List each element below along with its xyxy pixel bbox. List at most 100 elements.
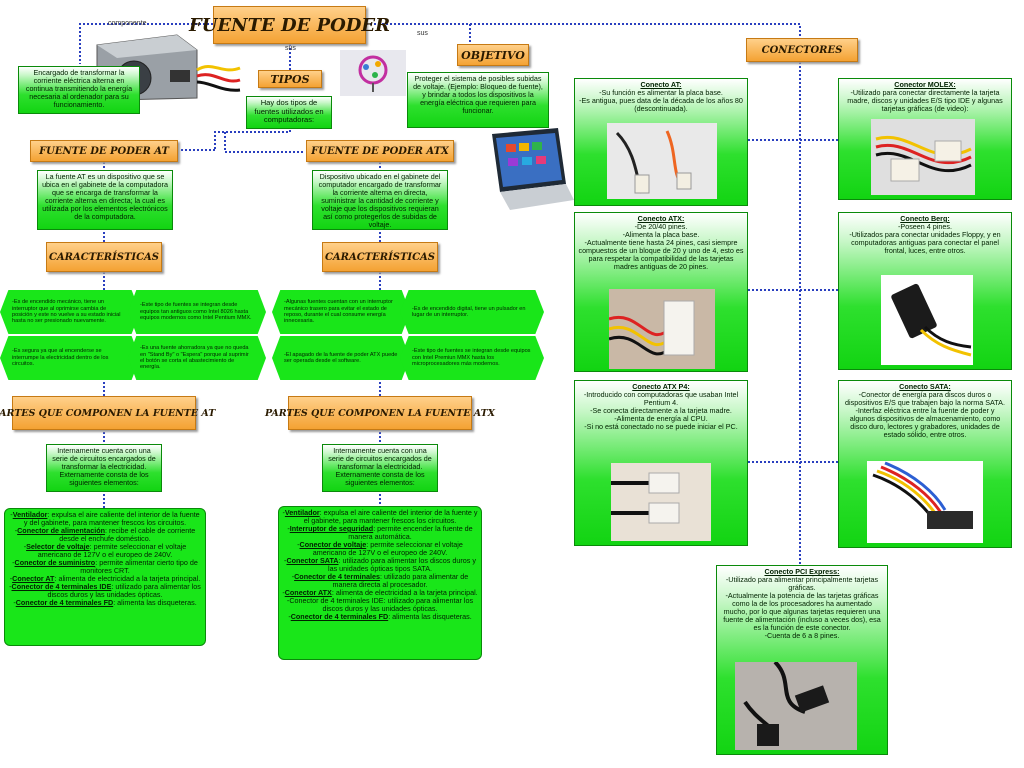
- conector-pcie-text: -Utilizado para alimentar principalmente…: [723, 575, 881, 640]
- atx-caracteristica-1: -Algunas fuentes cuentan con un interrup…: [272, 290, 410, 334]
- conector-pcie-box: Conecto PCI Express: -Utilizado para ali…: [716, 565, 888, 755]
- conector-at-name: Conecto AT:: [640, 80, 682, 89]
- conector-berg-name: Conecto Berg:: [900, 214, 950, 223]
- at-part-key: Conector de suministro: [14, 558, 96, 567]
- atx-part-key: Conector SATA: [286, 556, 339, 565]
- conector-atx-text: -De 20/40 pines. -Alimenta la placa base…: [578, 222, 744, 271]
- atx-part-value: : utilizado para alimentar de manera dir…: [332, 572, 469, 589]
- conector-atx-box: Conecto ATX: -De 20/40 pines. -Alimenta …: [574, 212, 748, 372]
- atx-part-value: : expulsa el aire caliente del interior …: [303, 508, 478, 525]
- objetivo-title: OBJETIVO: [457, 44, 529, 66]
- objetivo-text: Proteger el sistema de posibles subidas …: [407, 72, 549, 128]
- at-part-value: : recibe el cable de corriente desde el …: [59, 526, 196, 543]
- at-part-key: Conector de 4 terminales IDE: [11, 582, 112, 591]
- atx-part-key: Interruptor de seguridad: [289, 524, 374, 533]
- atx-part-value: : utilizado para alimentar los discos du…: [327, 556, 476, 573]
- conectores-title: CONECTORES: [746, 38, 858, 62]
- atx-part-item: -Conector ATX: alimenta de electricidad …: [282, 588, 478, 597]
- at-part-item: -Conector de suministro: permite aliment…: [12, 558, 198, 575]
- at-part-item: -Ventilador: expulsa el aire caliente de…: [10, 510, 200, 527]
- at-caracteristica-4: -Es una fuente ahorradora ya que no qued…: [128, 336, 266, 380]
- at-title: FUENTE DE PODER AT: [30, 140, 178, 162]
- atx-part-value: : permite encender la fuente de manera a…: [348, 524, 473, 541]
- at-part-value: : permite seleccionar el voltaje america…: [37, 542, 187, 559]
- definition-box: Encargado de transformar la corriente el…: [18, 66, 140, 114]
- conector-molex-name: Conector MOLEX:: [894, 80, 956, 89]
- conector-at-box: Conecto AT: -Su función es alimentar la …: [574, 78, 748, 206]
- at-part-value: : utilizado para alimentar los discos du…: [47, 582, 201, 599]
- label-sus-objetivo: sus: [417, 30, 428, 37]
- tipos-text: Hay dos tipos de fuentes utilizados en c…: [246, 96, 332, 129]
- at-part-key: Ventilador: [12, 510, 48, 519]
- at-part-item: -Conector de 4 terminales FD: alimenta l…: [13, 598, 197, 607]
- at-part-value: : permite alimentar cierto tipo de monit…: [80, 558, 198, 575]
- atx-part-value: Conector de 4 terminales IDE: utilizado …: [289, 596, 474, 613]
- atx-title: FUENTE DE PODER ATX: [306, 140, 454, 162]
- conector-pcie-name: Conecto PCI Express:: [764, 567, 840, 576]
- main-title: FUENTE DE PODER: [189, 6, 390, 44]
- atx-parts-title: PARTES QUE COMPONEN LA FUENTE ATX: [265, 396, 495, 430]
- atx-part-item: -Conector de voltaje: permite selecciona…: [297, 540, 463, 557]
- at-part-key: Conector de 4 terminales FD: [15, 598, 114, 607]
- laptop-image: [486, 126, 576, 218]
- conector-berg-box: Conecto Berg: -Poseen 4 pines. -Utilizad…: [838, 212, 1012, 370]
- conector-atx-name: Conecto ATX:: [637, 214, 685, 223]
- at-part-value: : alimenta las disqueteras.: [113, 598, 197, 607]
- at-caracteristica-3: -Es segura ya que al encenderse se inter…: [0, 336, 140, 380]
- conector-sata-image: [867, 461, 983, 543]
- conector-pcie-image: [735, 662, 857, 750]
- atx-parts-intro: Internamente cuenta con una serie de cir…: [322, 444, 438, 492]
- conector-sata-text: -Conector de energía para discos duros o…: [845, 390, 1005, 439]
- atx-part-value: : alimenta las disqueteras.: [388, 612, 472, 621]
- atx-part-value: : alimenta de electricidad a la tarjeta …: [331, 588, 478, 597]
- at-part-value: : expulsa el aire caliente del interior …: [23, 510, 200, 527]
- atx-caracteristica-3: -El apagado de la fuente de poder ATX pu…: [272, 336, 410, 380]
- at-parts-list: -Ventilador: expulsa el aire caliente de…: [4, 508, 206, 646]
- atx-part-key: Ventilador: [284, 508, 320, 517]
- at-part-value: : alimenta de electricidad a la tarjeta …: [54, 574, 201, 583]
- atx-parts-list: -Ventilador: expulsa el aire caliente de…: [278, 506, 482, 660]
- at-parts-intro: Internamente cuenta con una serie de cir…: [46, 444, 162, 492]
- tipos-title: TIPOS: [258, 70, 322, 88]
- atx-part-item: -Conector SATA: utilizado para alimentar…: [284, 556, 476, 573]
- brain-illustration: [340, 50, 406, 96]
- atx-description: Dispositivo ubicado en el gabinete del c…: [312, 170, 448, 230]
- atx-part-item: -Conector de 4 terminales IDE: utilizado…: [286, 596, 474, 613]
- conector-sata-box: Conecto SATA: -Conector de energía para …: [838, 380, 1012, 548]
- at-part-item: -Conector AT: alimenta de electricidad a…: [9, 574, 201, 583]
- atx-part-key: Conector de voltaje: [299, 540, 367, 549]
- conector-molex-text: -Utilizado para conectar directamente la…: [847, 88, 1003, 113]
- at-caracteristica-2: -Este tipo de fuentes se integran desde …: [128, 290, 266, 334]
- conector-berg-text: -Poseen 4 pines. -Utilizados para conect…: [849, 222, 1001, 255]
- atx-caracteristica-2: -Es de encendido digital, tiene un pulsa…: [400, 290, 544, 334]
- conector-molex-box: Conector MOLEX: -Utilizado para conectar…: [838, 78, 1012, 200]
- at-part-key: Selector de voltaje: [26, 542, 90, 551]
- at-description: La fuente AT es un dispositivo que se ub…: [37, 170, 173, 230]
- conector-at-image: [607, 123, 717, 199]
- conector-sata-name: Conecto SATA:: [899, 382, 951, 391]
- atx-part-item: -Ventilador: expulsa el aire caliente de…: [282, 508, 478, 525]
- conector-atxp4-image: [611, 463, 711, 541]
- atx-part-key: Conector de 4 terminales FD: [290, 612, 389, 621]
- at-part-key: Conector AT: [12, 574, 55, 583]
- at-part-item: -Selector de voltaje: permite selecciona…: [23, 542, 187, 559]
- atx-part-key: Conector ATX: [284, 588, 332, 597]
- atx-part-item: -Conector de 4 terminales FD: alimenta l…: [288, 612, 472, 621]
- conector-atx-image: [609, 289, 715, 369]
- atx-caracteristicas-title: CARACTERÍSTICAS: [322, 242, 438, 272]
- atx-caracteristica-4: -Este tipo de fuentes se integran desde …: [400, 336, 544, 380]
- conector-atxp4-box: Conecto ATX P4: -Introducido con computa…: [574, 380, 748, 546]
- conector-at-text: -Su función es alimentar la placa base. …: [579, 88, 743, 113]
- at-parts-title: PARTES QUE COMPONEN LA FUENTE AT: [0, 396, 215, 430]
- atx-part-item: -Conector de 4 terminales: utilizado par…: [291, 572, 469, 589]
- conector-molex-image: [871, 119, 975, 195]
- at-caracteristicas-title: CARACTERÍSTICAS: [46, 242, 162, 272]
- atx-part-key: Conector de 4 terminales: [294, 572, 380, 581]
- atx-part-item: -Interruptor de seguridad: permite encen…: [287, 524, 473, 541]
- at-part-item: -Conector de alimentación: recibe el cab…: [14, 526, 196, 543]
- at-caracteristica-1: -Es de encendido mecánico, tiene un inte…: [0, 290, 140, 334]
- conector-atxp4-name: Conecto ATX P4:: [632, 382, 690, 391]
- atx-part-value: : permite seleccionar el voltaje america…: [312, 540, 463, 557]
- label-componente: componente: [108, 20, 147, 27]
